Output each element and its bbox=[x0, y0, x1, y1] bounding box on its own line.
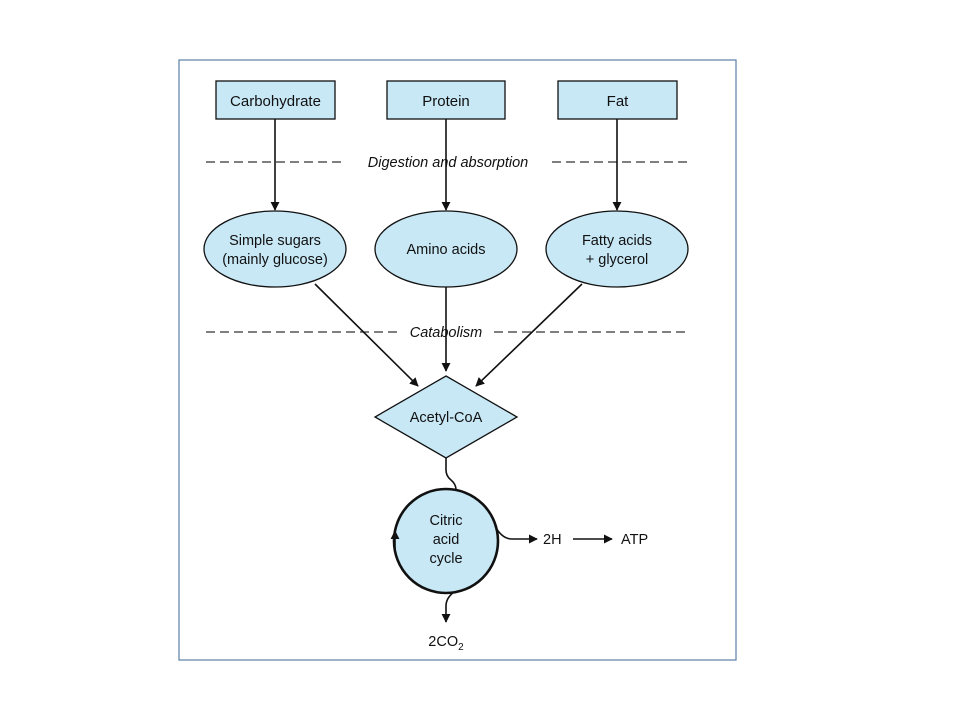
arrow-cycle-to-2h bbox=[494, 525, 538, 544]
cycle-line3: cycle bbox=[429, 551, 462, 567]
hydrogen-label: 2H bbox=[543, 532, 562, 548]
carbohydrate-box: Carbohydrate bbox=[215, 80, 336, 120]
co2-subscript: 2 bbox=[458, 642, 464, 653]
cycle-line2: acid bbox=[433, 532, 460, 548]
simple-sugars-node: Simple sugars (mainly glucose) bbox=[203, 210, 347, 288]
amino-acids-node: Amino acids bbox=[374, 210, 518, 288]
fat-label: Fat bbox=[607, 93, 630, 110]
fatty-acids-line1: Fatty acids bbox=[582, 233, 652, 249]
fat-box: Fat bbox=[557, 80, 678, 120]
protein-label: Protein bbox=[422, 93, 470, 110]
acetyl-to-cycle-connector bbox=[445, 458, 457, 491]
digestion-label: Digestion and absorption bbox=[368, 155, 528, 171]
protein-box: Protein bbox=[386, 80, 506, 120]
arrow-fatty-to-acetyl bbox=[475, 283, 583, 387]
fatty-acids-node: Fatty acids + glycerol bbox=[545, 210, 689, 288]
acetyl-coa-node: Acetyl-CoA bbox=[373, 375, 519, 459]
co2-base: 2CO bbox=[428, 634, 458, 650]
carbohydrate-label: Carbohydrate bbox=[230, 93, 321, 110]
digestion-separator: Digestion and absorption bbox=[206, 155, 688, 171]
acetyl-coa-label: Acetyl-CoA bbox=[410, 410, 483, 426]
simple-sugars-line2: (mainly glucose) bbox=[222, 252, 328, 268]
arrow-sugars-to-acetyl bbox=[314, 283, 419, 387]
citric-acid-cycle-node: Citric acid cycle bbox=[392, 487, 500, 595]
simple-sugars-line1: Simple sugars bbox=[229, 233, 321, 249]
co2-label: 2CO2 bbox=[428, 634, 464, 653]
fatty-acids-line2: + glycerol bbox=[586, 252, 648, 268]
amino-acids-label: Amino acids bbox=[407, 242, 486, 258]
cycle-line1: Citric bbox=[429, 513, 462, 529]
atp-label: ATP bbox=[621, 532, 648, 548]
arrow-cycle-to-co2 bbox=[441, 591, 455, 623]
